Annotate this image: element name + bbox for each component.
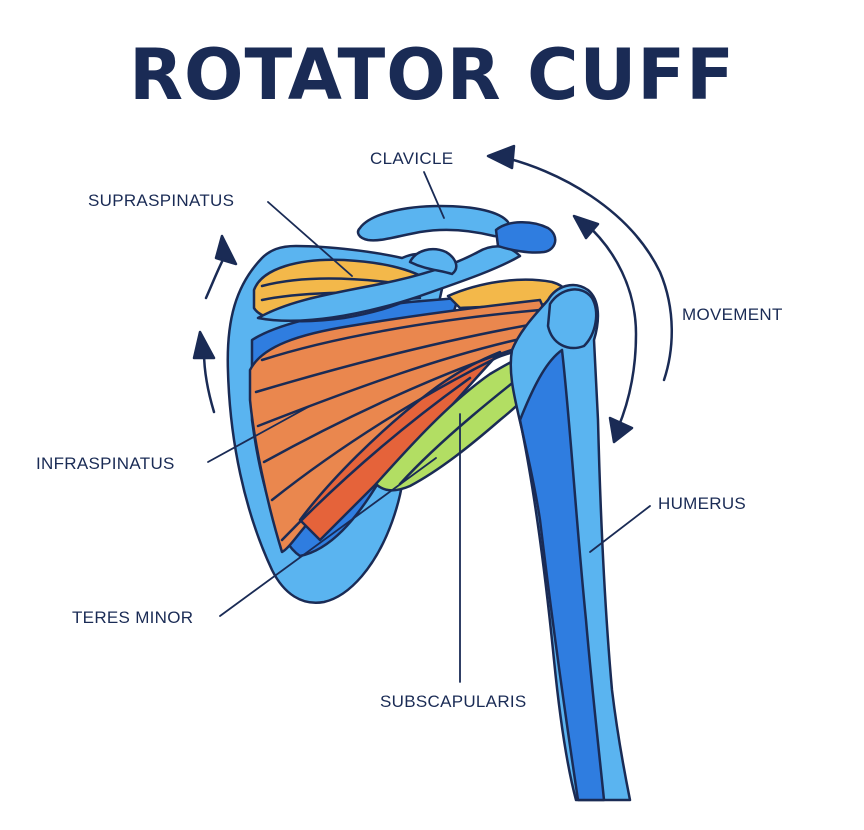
right-arrow-bottom-head bbox=[608, 416, 634, 444]
label-infraspinatus: INFRASPINATUS bbox=[36, 454, 175, 473]
label-subscapularis: SUBSCAPULARIS bbox=[380, 692, 527, 711]
humerus-head bbox=[546, 288, 598, 350]
acromioclavicular-joint bbox=[494, 221, 557, 254]
infraspinatus-fiber-5 bbox=[270, 354, 502, 502]
left-arrow-lower-head bbox=[192, 330, 216, 360]
right-arrow-top-head bbox=[486, 144, 516, 170]
leader-infraspinatus bbox=[207, 405, 311, 463]
right-arrow-top bbox=[496, 154, 673, 382]
right-arrow-bottom-tail-head bbox=[572, 214, 600, 240]
infraspinatus-fiber-3 bbox=[256, 332, 546, 428]
infraspinatus-fiber-4 bbox=[262, 342, 532, 464]
leader-clavicle bbox=[423, 171, 445, 219]
leader-humerus bbox=[589, 505, 651, 553]
leader-supraspinatus bbox=[267, 201, 353, 277]
left-arrow-lower bbox=[202, 350, 216, 414]
infraspinatus-fiber-6 bbox=[280, 376, 472, 542]
right-arrow-bottom bbox=[582, 220, 638, 430]
label-teres-minor: TERES MINOR bbox=[72, 608, 193, 627]
leader-teres-minor bbox=[219, 457, 437, 617]
humerus-shaft-shadow bbox=[518, 348, 606, 802]
infraspinatus-fiber-1 bbox=[260, 308, 542, 362]
label-clavicle: CLAVICLE bbox=[370, 149, 453, 168]
clavicle bbox=[356, 204, 511, 242]
label-supraspinatus: SUPRASPINATUS bbox=[88, 191, 234, 210]
label-movement: MOVEMENT bbox=[682, 305, 783, 324]
infraspinatus-fiber-2 bbox=[254, 320, 548, 394]
left-arrow-upper-head bbox=[214, 234, 238, 266]
acromion bbox=[408, 248, 458, 276]
diagram-title: ROTATOR CUFF bbox=[129, 34, 735, 116]
label-humerus: HUMERUS bbox=[658, 494, 746, 513]
